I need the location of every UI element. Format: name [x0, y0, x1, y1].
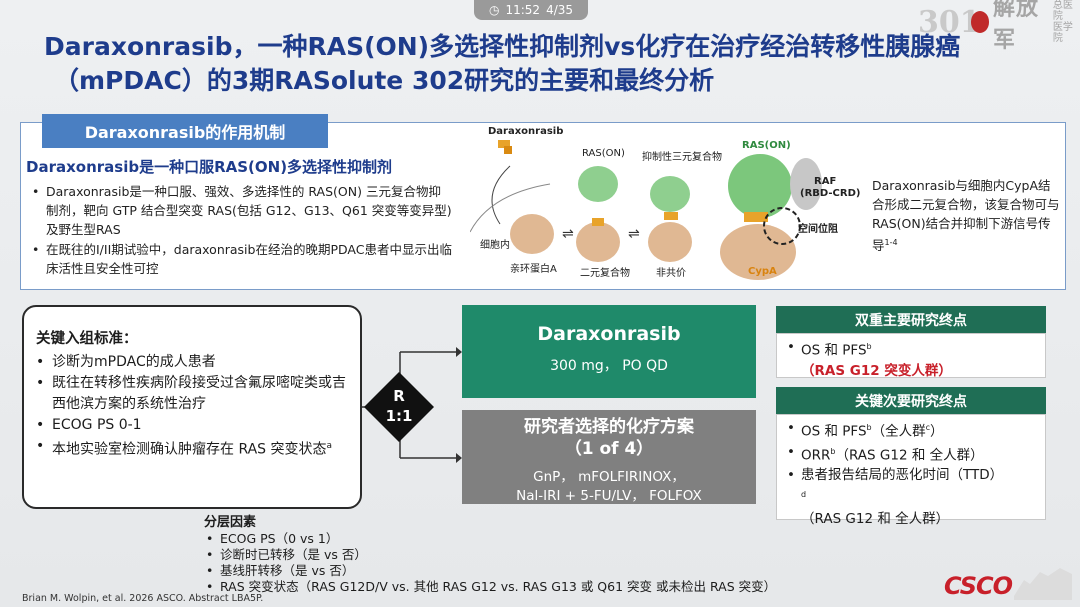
secondary-endpoint-item: 患者报告结局的恶化时间（TTD）d （RAS G12 和 全人群）	[787, 465, 1035, 529]
primary-endpoint-heading: 双重主要研究终点	[776, 306, 1046, 333]
status-time: 11:52	[505, 3, 541, 17]
slide-status-bar[interactable]: ◷ 11:52 4/35	[474, 0, 588, 20]
stratification-list: ECOG PS（0 vs 1） 诊断时已转移（是 vs 否） 基线肝转移（是 v…	[204, 531, 824, 595]
diagram-label-raf: RAF	[814, 176, 837, 187]
clock-icon: ◷	[488, 3, 500, 17]
cypa-large-protein	[720, 224, 796, 280]
diagram-label-ternary: 抑制性三元复合物	[642, 152, 722, 163]
stratification-item: 诊断时已转移（是 vs 否）	[206, 547, 824, 563]
mechanism-diagram: ⇌ ⇌ Daraxonrasib 细胞内 亲环蛋白A RAS(ON) 二元复合物…	[469, 124, 860, 284]
complex-drug-icon	[744, 212, 768, 222]
diagram-label-ras-on-large: RAS(ON)	[742, 140, 791, 151]
criteria-item: ECOG PS 0-1	[36, 415, 348, 436]
ras-on-protein	[578, 166, 618, 202]
equilibrium-arrow-icon: ⇌	[628, 226, 640, 242]
slide-title-line2: （mPDAC）的3期RASolute 302研究的主要和最终分析	[54, 66, 715, 95]
criteria-item: 本地实验室检测确认肿瘤存在 RAS 突变状态a	[36, 436, 348, 461]
raf-protein	[790, 158, 822, 210]
hospital-logo: 301 解放军 总医院医学院	[918, 0, 1078, 53]
diagram-label-drug: Daraxonrasib	[488, 126, 564, 137]
ras-on-large-protein	[728, 154, 792, 218]
stratification-item: ECOG PS（0 vs 1）	[206, 531, 824, 547]
criteria-item: 诊断为mPDAC的成人患者	[36, 352, 348, 373]
randomization-diamond	[364, 372, 434, 442]
great-wall-icon	[1014, 568, 1072, 600]
binary-drug-icon	[592, 218, 604, 226]
secondary-endpoint-item: OS 和 PFSb（全人群c）	[787, 418, 1035, 442]
secondary-endpoint-body: OS 和 PFSb（全人群c） ORRb（RAS G12 和 全人群） 患者报告…	[776, 414, 1046, 527]
secondary-endpoint-item: ORRb（RAS G12 和 全人群）	[787, 442, 1035, 466]
arm2-name: 研究者选择的化疗方案 （1 of 4）	[524, 417, 694, 459]
criteria-list: 诊断为mPDAC的成人患者 既往在转移性疾病阶段接受过含氟尿嘧啶类或吉西他滨方案…	[36, 352, 348, 461]
arm1-name: Daraxonrasib	[537, 323, 681, 345]
drug-molecule-icon	[498, 140, 510, 148]
mechanism-subtitle: Daraxonrasib是一种口服RAS(ON)多选择性抑制剂	[26, 158, 393, 176]
mechanism-diagram-svg: ⇌ ⇌	[469, 140, 822, 280]
arm1-dose: 300 mg， PO QD	[550, 358, 668, 374]
slide-title: Daraxonrasib，一种RAS(ON)多选择性抑制剂vs化疗在治疗经治转移…	[44, 30, 994, 98]
diagram-label-binary: 二元复合物	[580, 268, 630, 279]
diagram-label-steric: 空间位阻	[798, 224, 838, 235]
csco-logo: CSCO	[944, 566, 1074, 602]
stratification-factors: 分层因素 ECOG PS（0 vs 1） 诊断时已转移（是 vs 否） 基线肝转…	[204, 515, 824, 595]
mechanism-description: Daraxonrasib与细胞内CypA结合形成二元复合物，该复合物可与RAS(…	[872, 178, 1060, 254]
mechanism-bullet: Daraxonrasib是一种口服、强效、多选择性的 RAS(ON) 三元复合物…	[32, 182, 452, 239]
steric-hindrance-circle	[763, 207, 801, 245]
slide-title-line1: Daraxonrasib，一种RAS(ON)多选择性抑制剂vs化疗在治疗经治转移…	[44, 32, 961, 61]
mechanism-bullets: Daraxonrasib是一种口服、强效、多选择性的 RAS(ON) 三元复合物…	[32, 182, 452, 279]
diagram-label-rbd: (RBD-CRD)	[800, 188, 861, 199]
diagram-label-cyclophilin: 亲环蛋白A	[510, 264, 557, 275]
hospital-emblem-icon	[970, 11, 990, 33]
arm-chemotherapy: 研究者选择的化疗方案 （1 of 4） GnP， mFOLFIRINOX， Na…	[462, 410, 756, 504]
status-page: 4/35	[546, 3, 574, 17]
stratification-item: RAS 突变状态（RAS G12D/V vs. 其他 RAS G12 vs. R…	[206, 579, 824, 595]
arm-daraxonrasib: Daraxonrasib 300 mg， PO QD	[462, 305, 756, 398]
secondary-endpoint-heading: 关键次要研究终点	[776, 387, 1046, 414]
stratification-heading: 分层因素	[204, 515, 257, 530]
inclusion-criteria-box: 关键入组标准： 诊断为mPDAC的成人患者 既往在转移性疾病阶段接受过含氟尿嘧啶…	[22, 305, 362, 509]
drug-molecule-icon	[504, 146, 512, 154]
hospital-logo-sub: 总医院医学院	[1052, 0, 1073, 44]
diagram-arrow	[491, 165, 511, 225]
equilibrium-arrow-icon: ⇌	[562, 226, 574, 242]
primary-endpoint-body: OS 和 PFSb （RAS G12 突变人群）	[776, 333, 1046, 381]
arm2-regimens: GnP， mFOLFIRINOX， Nal-IRI + 5-FU/LV， FOL…	[516, 469, 702, 504]
cyclophilin-protein	[510, 214, 554, 254]
mechanism-ref-sup: 1-4	[884, 238, 898, 247]
criteria-heading: 关键入组标准：	[36, 331, 138, 347]
hospital-logo-number: 301	[918, 4, 981, 40]
binary-complex-protein	[576, 222, 620, 262]
stratification-item: 基线肝转移（是 vs 否）	[206, 563, 824, 579]
randomization-label: R 1:1	[385, 387, 413, 425]
ternary-ras-protein	[650, 176, 690, 212]
diagram-label-noncovalent: 非共价	[656, 268, 686, 279]
mechanism-tab: Daraxonrasib的作用机制	[42, 114, 328, 148]
diagram-label-intracellular: 细胞内	[480, 240, 510, 251]
hospital-logo-name: 解放军	[993, 0, 1040, 53]
membrane-line	[469, 183, 551, 233]
diagram-label-cypa: CypA	[748, 266, 777, 277]
criteria-item: 既往在转移性疾病阶段接受过含氟尿嘧啶类或吉西他滨方案的系统性治疗	[36, 373, 348, 415]
randomization-diamond-shape	[364, 372, 434, 442]
mechanism-bullet: 在既往的I/II期试验中，daraxonrasib在经治的晚期PDAC患者中显示…	[32, 240, 452, 278]
diagram-label-ras-on: RAS(ON)	[582, 148, 625, 159]
primary-endpoint-item: OS 和 PFSb （RAS G12 突变人群）	[787, 337, 1035, 381]
ternary-drug-icon	[664, 212, 678, 220]
great-wall-shape	[1014, 568, 1072, 600]
primary-population: （RAS G12 突变人群）	[801, 362, 952, 379]
csco-logo-text: CSCO	[944, 572, 1013, 600]
ternary-cypa-protein	[648, 222, 692, 262]
reference-citation: Brian M. Wolpin, et al. 2026 ASCO. Abstr…	[22, 593, 264, 604]
